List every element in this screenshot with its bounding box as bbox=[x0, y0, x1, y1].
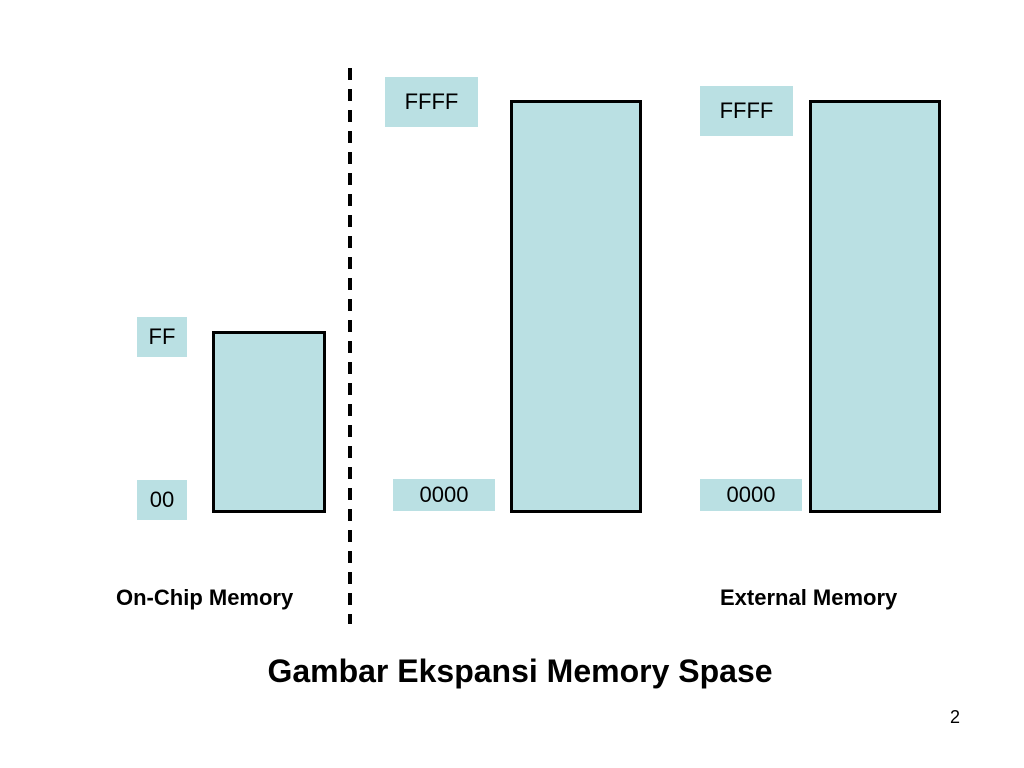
on-chip-top-address: FF bbox=[137, 317, 187, 357]
external-data-bottom-address: 0000 bbox=[700, 479, 802, 511]
external-data-memory-block bbox=[809, 100, 941, 513]
on-chip-bottom-address: 00 bbox=[137, 480, 187, 520]
external-program-bottom-address: 0000 bbox=[393, 479, 495, 511]
external-program-memory-block bbox=[510, 100, 642, 513]
external-data-top-address: FFFF bbox=[700, 86, 793, 136]
page-number: 2 bbox=[950, 707, 961, 727]
on-chip-memory-label: On-Chip Memory bbox=[116, 585, 294, 610]
on-chip-memory-block bbox=[212, 331, 326, 513]
slide-title: Gambar Ekspansi Memory Spase bbox=[267, 653, 773, 689]
dashed-divider-line bbox=[348, 68, 352, 624]
external-memory-label: External Memory bbox=[720, 585, 898, 610]
external-program-top-address: FFFF bbox=[385, 77, 478, 127]
